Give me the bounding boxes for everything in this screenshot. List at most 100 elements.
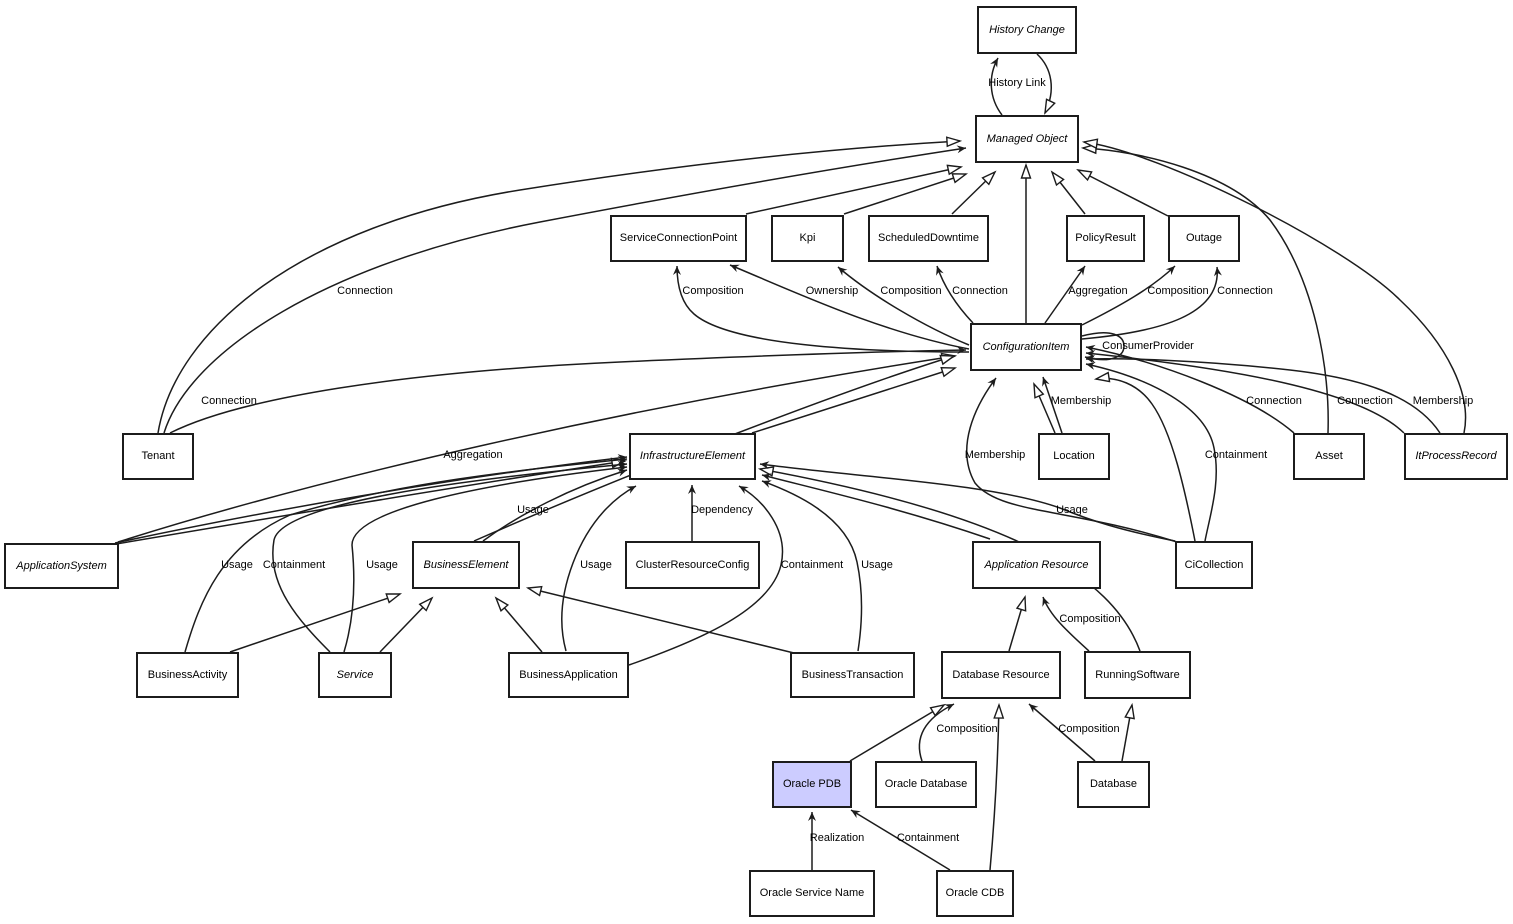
node-oracle-pdb[interactable]: Oracle PDB [772,761,852,808]
node-label: Outage [1185,232,1223,245]
edge-business-application-to-infrastructure-element [561,485,637,652]
node-label: ItProcessRecord [1415,450,1497,463]
edge-oracle-cdb-to-database-resource [989,702,1005,871]
edge-history-change-to-managed-object [1036,53,1056,115]
edge-business-application-to-infrastructure-element [628,485,784,666]
edge-label-business-application-to-infrastructure-element: Containment [780,559,844,571]
node-infrastructure-element[interactable]: InfrastructureElement [629,433,756,480]
edge-business-transaction-to-infrastructure-element [761,480,863,652]
edge-service-to-infrastructure-element [343,464,628,653]
edge-infrastructure-element-to-configuration-item [751,366,958,434]
node-database-resource[interactable]: Database Resource [941,651,1061,699]
node-label: CiCollection [1184,558,1244,571]
node-label: Tenant [141,450,175,463]
edge-label-tenant-to-managed-object: Connection [337,285,393,297]
edge-tenant-to-managed-object [163,145,967,434]
edge-label-configuration-item-to-service-connection-point: Ownership [805,285,859,297]
node-oracle-service-name[interactable]: Oracle Service Name [749,870,875,917]
node-scheduled-downtime[interactable]: ScheduledDowntime [868,215,989,262]
edge-configuration-item-to-scheduled-downtime [936,265,974,324]
node-policy-result[interactable]: PolicyResult [1066,215,1145,262]
edge-label-service-to-infrastructure-element: Usage [366,559,398,571]
node-oracle-cdb[interactable]: Oracle CDB [936,870,1014,917]
node-label: History Change [989,23,1065,36]
edge-label-application-system-to-infrastructure-element: Aggregation [443,449,503,461]
node-oracle-database[interactable]: Oracle Database [875,761,977,808]
edge-configuration-item-to-outage [1081,265,1176,326]
edge-business-activity-to-infrastructure-element [184,455,628,653]
edge-label-database-to-database-resource: Composition [1058,723,1120,735]
edge-tenant-to-configuration-item [169,346,967,434]
edge-oracle-cdb-to-oracle-pdb [850,809,951,871]
edge-service-to-infrastructure-element [272,460,628,653]
edge-label-configuration-item-to-outage: Connection [1217,285,1273,297]
node-application-resource[interactable]: Application Resource [972,541,1101,589]
node-managed-object[interactable]: Managed Object [975,115,1079,163]
edge-label-cluster-resource-config-to-infrastructure-element: Dependency [691,504,753,516]
edge-label-oracle-database-to-database-resource: Composition [936,723,998,735]
edge-configuration-item-to-ci-collection [1085,362,1217,542]
node-business-application[interactable]: BusinessApplication [508,652,629,698]
node-kpi[interactable]: Kpi [771,215,844,262]
node-tenant[interactable]: Tenant [122,433,194,480]
node-application-system[interactable]: ApplicationSystem [4,543,119,589]
edge-label-managed-object-to-history-change: History Link [988,77,1046,89]
node-label: ServiceConnectionPoint [619,232,738,245]
edge-label-tenant-to-configuration-item: Connection [201,395,257,407]
edge-label-business-transaction-to-infrastructure-element: Usage [861,559,893,571]
edge-configuration-item-to-policy-result [1044,265,1086,324]
edge-label-business-element-to-infrastructure-element: Usage [517,504,549,516]
edge-business-element-to-infrastructure-element [482,468,628,542]
node-label: ConfigurationItem [982,340,1070,353]
node-label: BusinessApplication [519,668,618,681]
edge-service-connection-point-to-managed-object [745,164,964,215]
node-label: Database [1089,778,1138,791]
edge-business-application-to-business-element [494,596,543,653]
node-business-element[interactable]: BusinessElement [412,541,520,589]
node-asset[interactable]: Asset [1293,433,1365,480]
node-business-transaction[interactable]: BusinessTransaction [790,652,915,698]
node-history-change[interactable]: History Change [977,6,1077,54]
node-outage[interactable]: Outage [1168,215,1240,262]
node-label: Database Resource [952,668,1050,681]
edge-running-software-to-application-resource [1042,596,1090,652]
edge-configuration-item-to-service-connection-point [729,264,970,350]
node-ci-collection[interactable]: CiCollection [1175,541,1253,589]
edge-kpi-to-managed-object [843,173,969,215]
edge-label-service-to-infrastructure-element: Containment [262,559,326,571]
edge-it-process-record-to-managed-object [1081,138,1467,434]
node-running-software[interactable]: RunningSoftware [1084,651,1191,699]
node-it-process-record[interactable]: ItProcessRecord [1404,433,1508,480]
node-business-activity[interactable]: BusinessActivity [136,652,239,698]
edge-label-it-process-record-to-configuration-item: Connection [1337,395,1393,407]
node-configuration-item[interactable]: ConfigurationItem [970,323,1082,371]
node-label: Location [1053,450,1095,463]
edge-application-system-to-configuration-item [117,352,958,543]
edge-label-configuration-item-to-ci-collection: Containment [1204,449,1268,461]
edge-label-oracle-cdb-to-oracle-pdb: Containment [896,832,960,844]
edge-service-to-business-element [379,596,434,653]
node-label: ScheduledDowntime [878,232,979,245]
edge-label-business-activity-to-infrastructure-element: Usage [221,559,253,571]
edge-location-to-configuration-item [1033,382,1056,434]
node-cluster-resource-config[interactable]: ClusterResourceConfig [625,541,760,589]
edge-ci-collection-to-configuration-item [1093,371,1196,542]
edge-configuration-item-to-outage [1081,266,1222,340]
edge-business-transaction-to-business-element [525,585,799,655]
edge-application-resource-to-infrastructure-element [761,473,991,540]
edge-database-resource-to-application-resource [1008,594,1027,652]
node-service-connection-point[interactable]: ServiceConnectionPoint [610,215,747,262]
node-database[interactable]: Database [1077,761,1150,808]
node-label: Service [336,668,374,681]
edge-label-configuration-item-to-scheduled-downtime: Connection [952,285,1008,297]
node-service[interactable]: Service [318,652,392,698]
node-location[interactable]: Location [1038,433,1110,480]
edge-database-to-running-software [1121,702,1135,762]
edge-label-configuration-item-to-kpi: Composition [880,285,942,297]
edge-ci-collection-to-infrastructure-element [759,461,1176,542]
node-label: Oracle Database [884,778,968,791]
edge-configuration-item-to-configuration-item [1081,332,1125,364]
node-label: BusinessActivity [147,668,228,681]
node-label: ApplicationSystem [16,559,107,572]
